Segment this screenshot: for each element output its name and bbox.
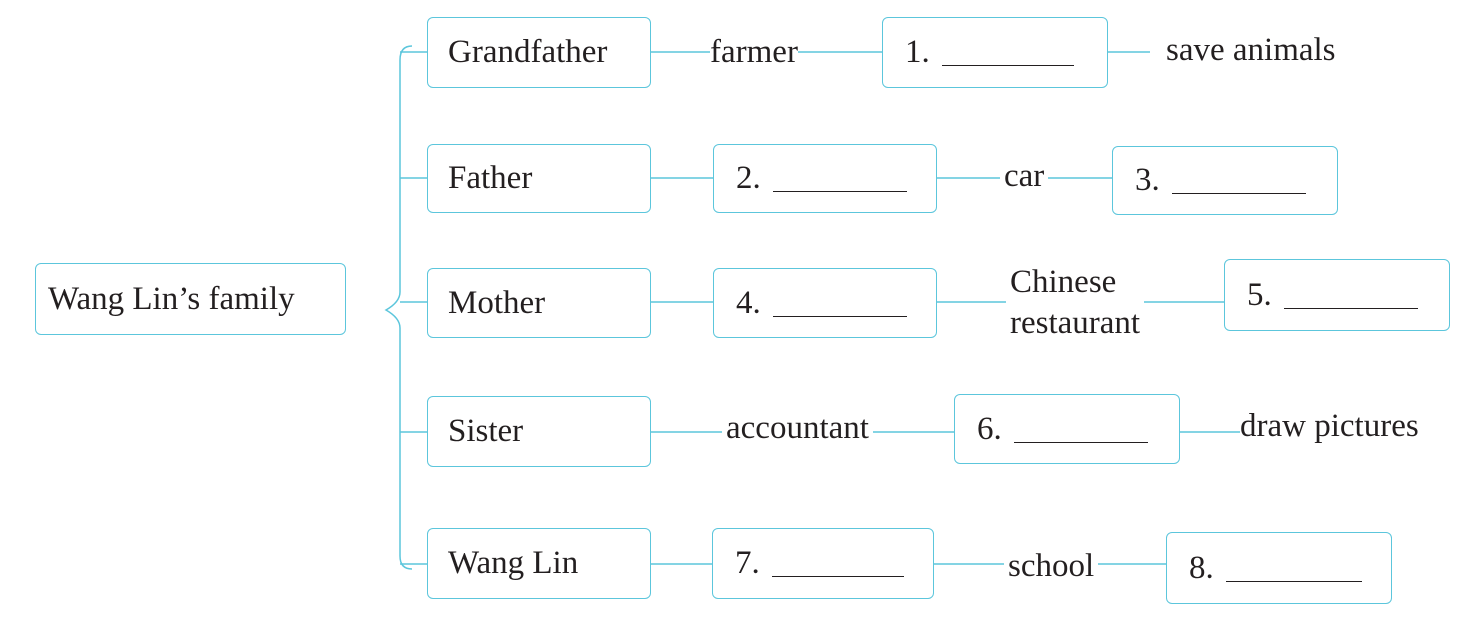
answer-line[interactable] — [1171, 167, 1306, 194]
answer-line[interactable] — [1283, 282, 1418, 309]
blank-box-8[interactable]: 8. — [1166, 532, 1392, 604]
brace — [384, 45, 413, 570]
label-chinese-restaurant: Chinese restaurant — [1006, 262, 1145, 345]
blank-box-5[interactable]: 5. — [1224, 259, 1450, 331]
name-label: Wang Lin — [448, 545, 579, 581]
label-accountant: accountant — [722, 412, 873, 445]
blank-number: 2. — [736, 160, 761, 196]
name-box-wang-lin: Wang Lin — [427, 528, 651, 599]
name-label: Father — [448, 160, 533, 196]
label-draw-pictures: draw pictures — [1240, 408, 1419, 444]
answer-line[interactable] — [772, 165, 907, 192]
blank-box-2[interactable]: 2. — [713, 144, 937, 213]
blank-box-7[interactable]: 7. — [712, 528, 934, 599]
label-school: school — [1004, 550, 1099, 583]
answer-line[interactable] — [771, 550, 904, 577]
blank-box-1[interactable]: 1. — [882, 17, 1108, 88]
blank-number: 6. — [977, 410, 1002, 447]
label-car: car — [1000, 160, 1049, 193]
blank-number: 7. — [735, 545, 760, 581]
blank-number: 5. — [1247, 276, 1272, 313]
name-box-sister: Sister — [427, 396, 651, 467]
name-label: Sister — [448, 413, 524, 449]
blank-box-4[interactable]: 4. — [713, 268, 937, 338]
name-label: Mother — [448, 284, 546, 321]
blank-number: 8. — [1189, 549, 1214, 586]
blank-box-6[interactable]: 6. — [954, 394, 1180, 464]
name-box-mother: Mother — [427, 268, 651, 338]
label-save-animals: save animals — [1166, 32, 1336, 68]
answer-line[interactable] — [1225, 555, 1362, 582]
label-farmer: farmer — [710, 34, 798, 70]
blank-box-3[interactable]: 3. — [1112, 146, 1338, 215]
blank-number: 4. — [736, 284, 761, 321]
name-label: Grandfather — [448, 34, 608, 70]
answer-line[interactable] — [1013, 416, 1148, 443]
answer-line[interactable] — [772, 290, 907, 317]
blank-number: 1. — [905, 34, 930, 70]
root-label: Wang Lin’s family — [48, 280, 295, 317]
answer-line[interactable] — [941, 39, 1074, 66]
blank-number: 3. — [1135, 162, 1160, 198]
root-box: Wang Lin’s family — [35, 263, 346, 335]
name-box-father: Father — [427, 144, 651, 213]
name-box-grandfather: Grandfather — [427, 17, 651, 88]
